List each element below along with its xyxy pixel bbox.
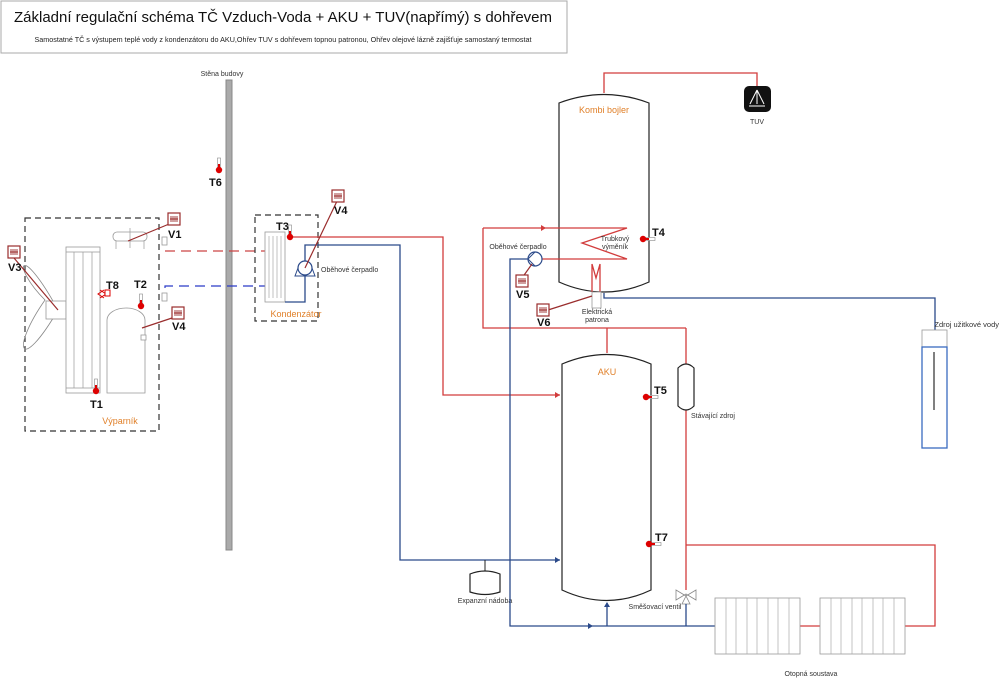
- fan-icon: [23, 265, 59, 350]
- heater-label-1: Elektrická: [582, 309, 612, 316]
- v1-label: V1: [168, 229, 181, 241]
- exchanger-label-1: Trubkový: [601, 236, 630, 243]
- t1-label: T1: [90, 399, 103, 411]
- cold-water-pipe: [603, 293, 936, 330]
- t6-label: T6: [209, 177, 222, 189]
- t4-label: T4: [652, 227, 666, 239]
- cold-refrigerant-line: [164, 285, 265, 288]
- control-v6: [536, 303, 550, 317]
- expansion-label: Expanzní nádoba: [458, 598, 513, 605]
- condenser-label: Kondenzátor: [270, 309, 321, 319]
- return-pipe-aku: [285, 244, 560, 561]
- kombi-boiler-tank: [558, 93, 650, 293]
- control-v4-evaporator: [171, 306, 185, 320]
- v4-label-1: V4: [172, 321, 186, 333]
- return-pipe-heating: [509, 258, 715, 627]
- header-box: [0, 0, 568, 54]
- existing-source-label: Stávající zdroj: [691, 413, 735, 420]
- existing-source: [677, 363, 695, 411]
- water-source-top: [921, 329, 948, 348]
- radiator-pipe: [686, 544, 936, 627]
- expansion-vessel: [469, 570, 501, 596]
- sensor-t6: [215, 157, 223, 174]
- sensor-t8: [97, 289, 111, 299]
- electric-heater: [591, 263, 601, 292]
- control-v4-condenser: [331, 189, 345, 203]
- t3-label: T3: [276, 221, 289, 233]
- pump-condenser-label: Oběhové čerpadlo: [321, 267, 378, 274]
- v4-label-2: V4: [334, 205, 348, 217]
- v3-label: V3: [8, 262, 21, 274]
- tuv-label: TUV: [750, 119, 764, 126]
- control-v3: [7, 245, 21, 259]
- tube-exchanger: [483, 227, 628, 260]
- water-source-label: Zdroj užitkové vody: [934, 320, 999, 329]
- v6-label: V6: [537, 317, 550, 329]
- wall-label: Stěna budovy: [201, 71, 244, 78]
- diagram-title: Základní regulační schéma TČ Vzduch-Voda…: [14, 9, 552, 26]
- heater-label-2: patrona: [585, 317, 609, 324]
- v5-label: V5: [516, 289, 529, 301]
- evaporator-unit-box: [24, 217, 160, 432]
- sensor-t2: [137, 293, 145, 310]
- condenser-unit-box: [254, 214, 319, 322]
- hot-water-pipe-aku: [289, 236, 560, 396]
- exchanger-supply-pipe: [482, 228, 686, 353]
- aku-tank: [561, 353, 652, 602]
- t5-label: T5: [654, 385, 667, 397]
- radiator-1: [714, 597, 801, 655]
- tuv-pipe: [603, 72, 758, 93]
- fan-hub: [45, 300, 67, 320]
- pump-boiler: [527, 251, 543, 267]
- pump-boiler-label: Oběhové čerpadlo: [489, 244, 546, 251]
- evaporator-label: Výparník: [102, 416, 138, 426]
- boiler-label: Kombi bojler: [579, 105, 629, 115]
- mixing-valve-label: Směšovací ventil: [629, 604, 682, 611]
- exchanger-label-2: výměník: [602, 244, 629, 251]
- mixing-valve: [675, 589, 697, 605]
- compressor: [106, 307, 146, 394]
- radiator-2: [819, 597, 906, 655]
- t7-label: T7: [655, 532, 668, 544]
- t2-label: T2: [134, 279, 147, 291]
- heating-system-label: Otopná soustava: [785, 671, 838, 678]
- diagram-subtitle: Samostatné TČ s výstupem teplé vody z ko…: [34, 35, 531, 44]
- condenser-coil: [264, 231, 286, 303]
- t8-label: T8: [106, 280, 119, 292]
- aku-label: AKU: [598, 367, 617, 377]
- control-v5: [515, 274, 529, 288]
- building-wall: [225, 79, 233, 551]
- control-v1: [167, 212, 181, 226]
